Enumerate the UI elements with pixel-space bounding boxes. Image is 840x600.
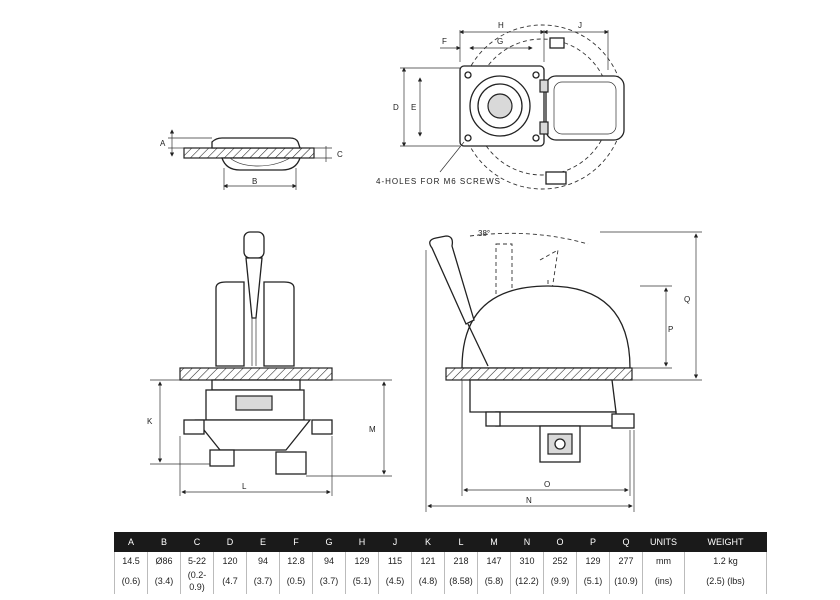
dim-label-c: C (337, 150, 343, 159)
table-header-cell: Q (609, 532, 643, 552)
table-cell-metric: 129 (576, 551, 610, 568)
top-plan-view (400, 24, 625, 190)
dim-label-o: O (544, 480, 550, 489)
table-cell-metric: mm (642, 551, 685, 568)
table-header-cell: UNITS (642, 532, 685, 552)
table-cell-metric: Ø86 (147, 551, 181, 568)
table-header-cell: N (510, 532, 544, 552)
dim-label-q: Q (684, 295, 690, 304)
side-elevation-view (425, 231, 702, 512)
dim-label-l: L (242, 482, 247, 491)
table-cell-metric: 147 (477, 551, 511, 568)
table-cell-imperial: (3.7) (246, 568, 280, 594)
dim-label-e: E (411, 103, 416, 112)
angle-label: 38° (478, 229, 490, 238)
table-header-cell: L (444, 532, 478, 552)
table-cell-imperial: (0.6) (114, 568, 148, 594)
table-cell-imperial: (0.5) (279, 568, 313, 594)
table-cell-imperial: (2.5) (lbs) (684, 568, 767, 594)
table-cell-imperial: (9.9) (543, 568, 577, 594)
table-cell-metric: 120 (213, 551, 247, 568)
table-cell-imperial: (4.5) (378, 568, 412, 594)
table-cell-metric: 129 (345, 551, 379, 568)
front-elevation-view (150, 231, 392, 496)
table-header-cell: P (576, 532, 610, 552)
table-header-cell: A (114, 532, 148, 552)
dim-label-p: P (668, 325, 673, 334)
dim-label-b: B (252, 177, 257, 186)
table-cell-metric: 115 (378, 551, 412, 568)
table-cell-metric: 310 (510, 551, 544, 568)
table-cell-metric: 218 (444, 551, 478, 568)
table-header-cell: K (411, 532, 445, 552)
dim-label-j: J (578, 21, 582, 30)
table-cell-imperial: (ins) (642, 568, 685, 594)
technical-drawing: A C B H (147, 21, 702, 512)
table-header-cell: B (147, 532, 181, 552)
table-header-cell: O (543, 532, 577, 552)
table-cell-imperial: (4.7 (213, 568, 247, 594)
table-cell-metric: 5-22 (180, 551, 214, 568)
dim-label-g: G (497, 37, 503, 46)
table-cell-imperial: (5.1) (576, 568, 610, 594)
table-cell-imperial: (4.8) (411, 568, 445, 594)
table-cell-imperial: (5.8) (477, 568, 511, 594)
table-row-imperial: (0.6)(3.4)(0.2-0.9)(4.7(3.7)(0.5)(3.7)(5… (114, 568, 767, 594)
dim-label-k: K (147, 417, 153, 426)
table-cell-metric: 12.8 (279, 551, 313, 568)
table-cell-imperial: (8.58) (444, 568, 478, 594)
table-header-cell: E (246, 532, 280, 552)
table-cell-metric: 14.5 (114, 551, 148, 568)
table-cell-metric: 94 (312, 551, 346, 568)
table-header-cell: H (345, 532, 379, 552)
table-cell-metric: 277 (609, 551, 643, 568)
dim-label-h: H (498, 21, 504, 30)
table-cell-imperial: (3.7) (312, 568, 346, 594)
dim-label-a: A (160, 139, 166, 148)
table-cell-metric: 252 (543, 551, 577, 568)
table-cell-imperial: (12.2) (510, 568, 544, 594)
table-cell-imperial: (5.1) (345, 568, 379, 594)
table-header-cell: F (279, 532, 313, 552)
table-header-cell: D (213, 532, 247, 552)
screws-note: 4-HOLES FOR M6 SCREWS (376, 177, 501, 186)
table-cell-metric: 1.2 kg (684, 551, 767, 568)
table-cell-imperial: (0.2-0.9) (180, 568, 214, 594)
side-profile-view (168, 129, 332, 190)
table-header-cell: M (477, 532, 511, 552)
dim-label-d: D (393, 103, 399, 112)
table-header-cell: G (312, 532, 346, 552)
table-header-cell: C (180, 532, 214, 552)
table-cell-metric: 121 (411, 551, 445, 568)
dim-label-n: N (526, 496, 532, 505)
table-header-cell: WEIGHT (684, 532, 767, 552)
table-header-cell: J (378, 532, 412, 552)
table-cell-imperial: (3.4) (147, 568, 181, 594)
table-cell-metric: 94 (246, 551, 280, 568)
dim-label-m: M (369, 425, 376, 434)
table-cell-imperial: (10.9) (609, 568, 643, 594)
dim-label-f: F (442, 37, 447, 46)
